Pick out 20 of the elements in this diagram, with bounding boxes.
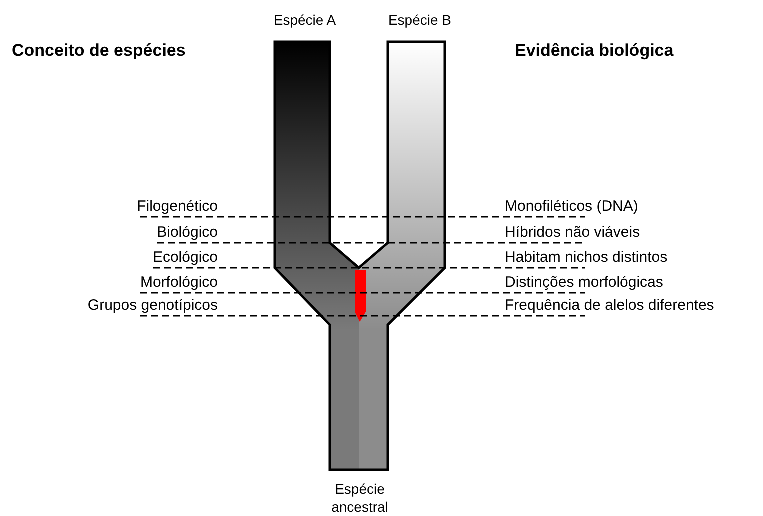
- concept-label: Biológico: [157, 223, 218, 243]
- concept-label: Filogenético: [137, 197, 218, 217]
- species-label: Espécie ancestral: [330, 480, 390, 516]
- concept-label: Morfológico: [140, 273, 218, 293]
- concept-label: Monofiléticos (DNA): [505, 197, 638, 217]
- column-heading: Evidência biológica: [515, 40, 674, 62]
- concept-label: Ecológico: [152, 248, 218, 268]
- species-label: Espécie B: [387, 11, 453, 30]
- dashed-line: [140, 292, 585, 294]
- dashed-line: [140, 216, 585, 218]
- concept-label: Híbridos não viáveis: [505, 223, 640, 243]
- species-label: Espécie A: [272, 11, 338, 30]
- dashed-line: [153, 267, 585, 269]
- concept-label: Habitam nichos distintos: [505, 248, 668, 268]
- concept-label: Distinções morfológicas: [505, 273, 664, 293]
- concept-label: Grupos genotípicos: [88, 296, 218, 316]
- concept-label: Frequência de alelos diferentes: [505, 296, 714, 316]
- dashed-line: [140, 315, 585, 317]
- dashed-line: [157, 242, 585, 244]
- column-heading: Conceito de espécies: [12, 40, 186, 62]
